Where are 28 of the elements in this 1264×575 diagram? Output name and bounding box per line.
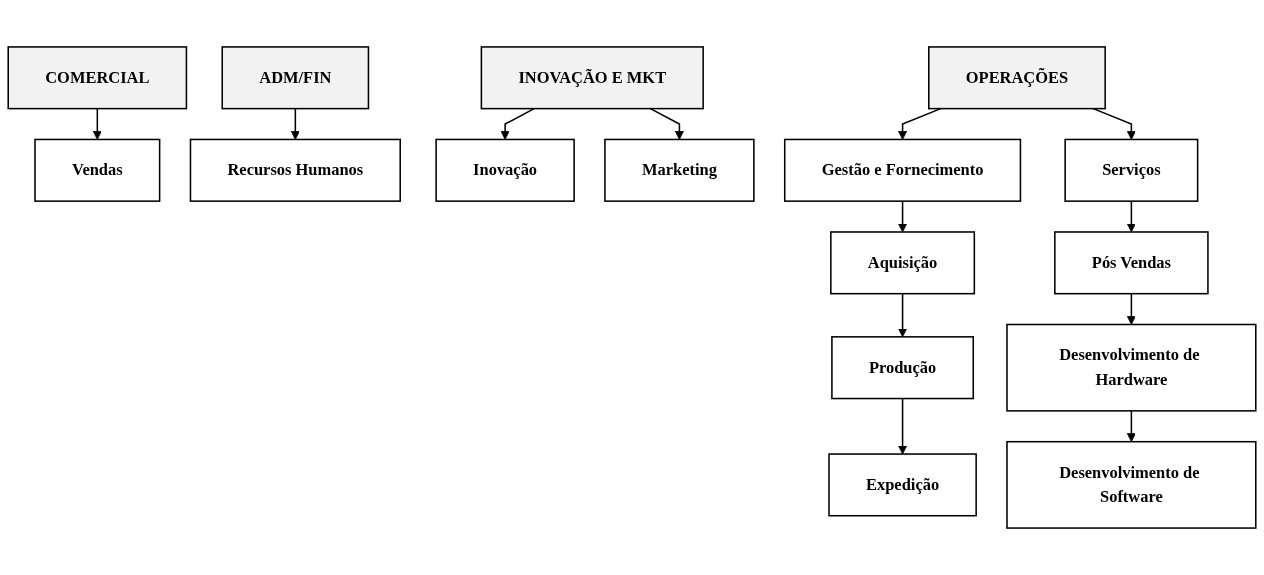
node-box: Gestão e Fornecimento: [783, 138, 1022, 202]
arrow: [1126, 292, 1136, 325]
arrow: [500, 107, 535, 140]
arrow: [898, 397, 908, 455]
node-box: Expedição: [828, 453, 977, 517]
node-box: ADM/FIN: [221, 46, 370, 110]
node-box: Aquisição: [830, 231, 976, 295]
node-box: OPERAÇÕES: [928, 46, 1106, 110]
arrow: [898, 107, 942, 140]
node-box: INOVAÇÃO E MKT: [480, 46, 704, 110]
node-box: Serviços: [1064, 138, 1199, 202]
arrow: [898, 200, 908, 233]
node-box: Inovação: [435, 138, 575, 202]
arrow: [1092, 107, 1136, 140]
arrow: [1126, 200, 1136, 233]
arrow: [1126, 410, 1136, 443]
node-box: Desenvolvimento de Hardware: [1006, 323, 1257, 412]
node-box: Desenvolvimento de Software: [1006, 440, 1257, 529]
node-box: Vendas: [34, 138, 161, 202]
arrow: [649, 107, 684, 140]
arrow: [898, 292, 908, 338]
node-box: COMERCIAL: [7, 46, 188, 110]
node-box: Pós Vendas: [1054, 231, 1209, 295]
node-box: Produção: [831, 336, 974, 400]
arrow: [290, 107, 300, 140]
node-box: Marketing: [604, 138, 755, 202]
node-box: Recursos Humanos: [189, 138, 401, 202]
arrow: [92, 107, 102, 140]
